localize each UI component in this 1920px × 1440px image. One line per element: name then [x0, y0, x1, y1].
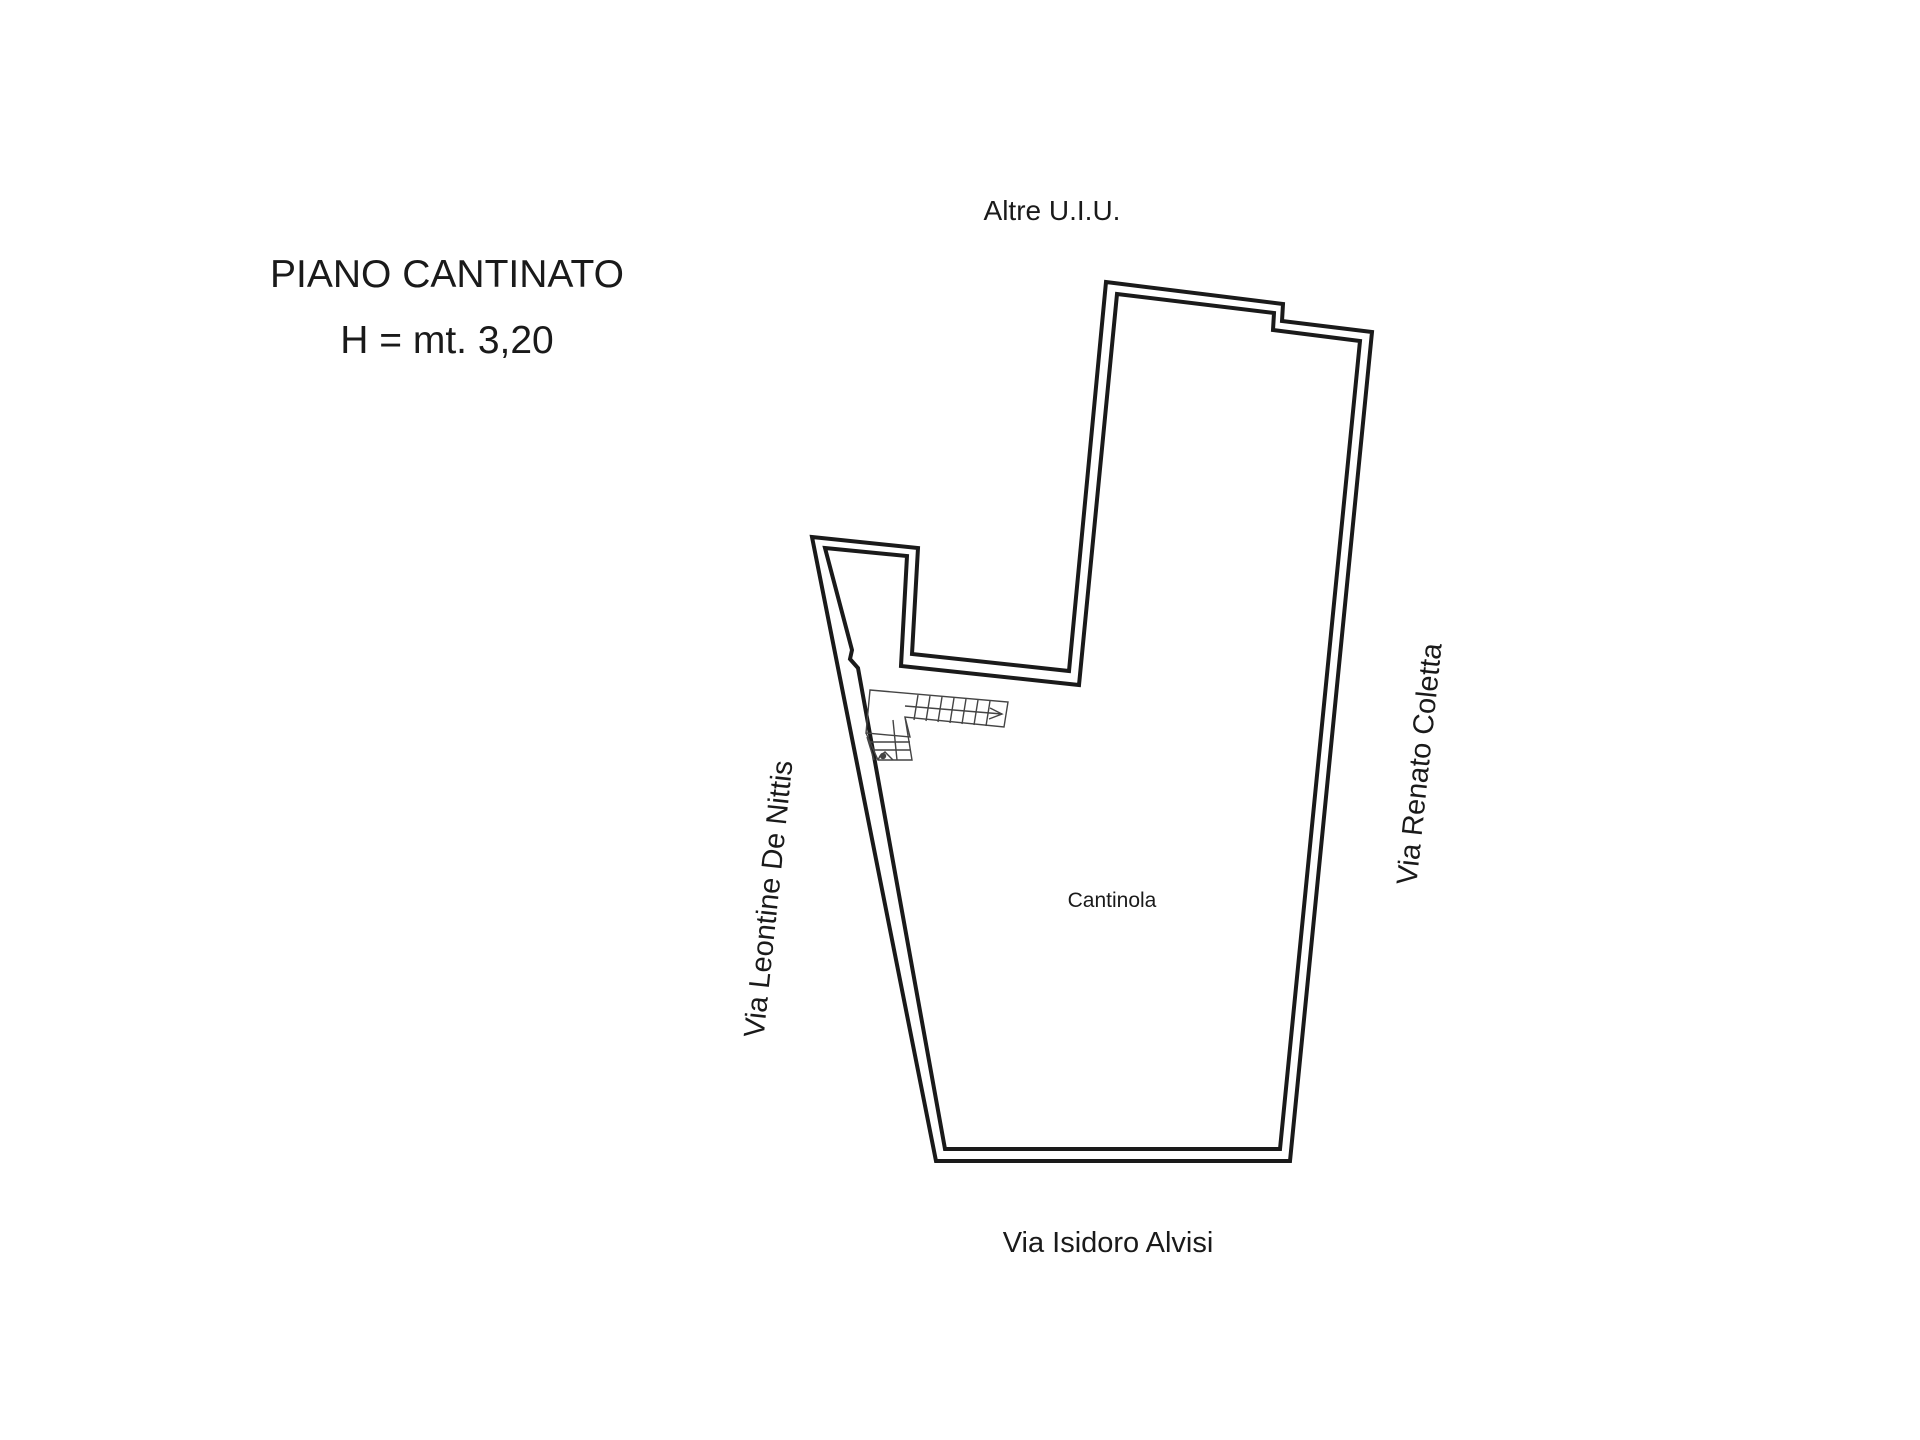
outer-wall	[809, 279, 1375, 1163]
boundary-east: Via Renato Coletta	[1391, 641, 1448, 887]
room-label: Cantinola	[1068, 889, 1157, 912]
boundary-north: Altre U.I.U.	[984, 195, 1121, 226]
plan-title: PIANO CANTINATO	[270, 253, 624, 296]
inner-wall	[822, 291, 1363, 1151]
staircase	[865, 689, 1009, 761]
boundary-south: Via Isidoro Alvisi	[1003, 1227, 1214, 1259]
boundary-west: Via Leontine De Nittis	[739, 759, 800, 1039]
height-note: H = mt. 3,20	[340, 319, 554, 362]
